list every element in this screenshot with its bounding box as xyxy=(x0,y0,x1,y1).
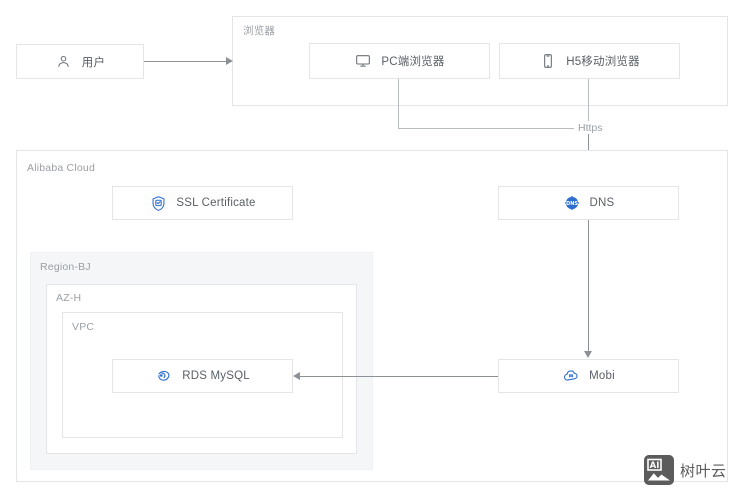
group-az-h-label: AZ-H xyxy=(56,292,82,304)
monitor-icon xyxy=(354,52,372,70)
node-dns-label: DNS xyxy=(589,197,615,209)
svg-text:DNS: DNS xyxy=(566,201,578,207)
mobile-phone-icon xyxy=(539,52,557,70)
group-browser-label: 浏览器 xyxy=(243,25,276,37)
cloud-icon xyxy=(562,367,580,385)
edge-user-to-browser-line xyxy=(144,61,227,62)
node-dns[interactable]: DNS DNS xyxy=(498,186,679,220)
rds-dolphin-icon xyxy=(155,367,173,385)
edge-user-to-browser-arrowhead xyxy=(226,57,233,65)
svg-text:AI: AI xyxy=(650,461,660,471)
node-rds-mysql[interactable]: RDS MySQL xyxy=(112,359,293,393)
watermark: AI 树叶云 xyxy=(644,455,727,485)
node-pc-browser-label: PC端浏览器 xyxy=(381,56,445,68)
node-mobi-label: Mobi xyxy=(589,370,615,382)
node-rds-mysql-label: RDS MySQL xyxy=(182,370,250,382)
node-h5-browser[interactable]: H5移动浏览器 xyxy=(499,43,680,79)
edge-dns-to-mobi-line xyxy=(588,220,589,351)
node-user[interactable]: 用户 xyxy=(16,44,144,79)
group-vpc-label: VPC xyxy=(72,321,95,333)
edge-label-https: Https xyxy=(575,122,606,134)
shield-certificate-icon xyxy=(149,194,167,212)
edge-dns-to-mobi-arrowhead xyxy=(583,351,592,358)
node-user-label: 用户 xyxy=(81,56,106,69)
edge-mobi-to-rds-line xyxy=(300,376,498,377)
edge-pc-browser-right xyxy=(398,128,574,129)
node-mobi[interactable]: Mobi xyxy=(498,359,679,393)
dns-globe-icon: DNS xyxy=(563,194,581,212)
node-ssl-certificate-label: SSL Certificate xyxy=(176,197,256,209)
watermark-label: 树叶云 xyxy=(680,461,727,480)
node-pc-browser[interactable]: PC端浏览器 xyxy=(309,43,490,79)
group-alibaba-cloud-label: Alibaba Cloud xyxy=(27,162,95,174)
node-h5-browser-label: H5移动浏览器 xyxy=(566,56,640,68)
group-region-bj-label: Region-BJ xyxy=(40,261,91,273)
edge-h5-browser-down xyxy=(588,79,589,121)
edge-mobi-to-rds-arrowhead xyxy=(293,372,300,380)
node-ssl-certificate[interactable]: SSL Certificate xyxy=(112,186,293,220)
watermark-ai-image-icon: AI xyxy=(644,455,674,485)
edge-pc-browser-down xyxy=(398,79,399,128)
user-icon xyxy=(55,53,73,71)
